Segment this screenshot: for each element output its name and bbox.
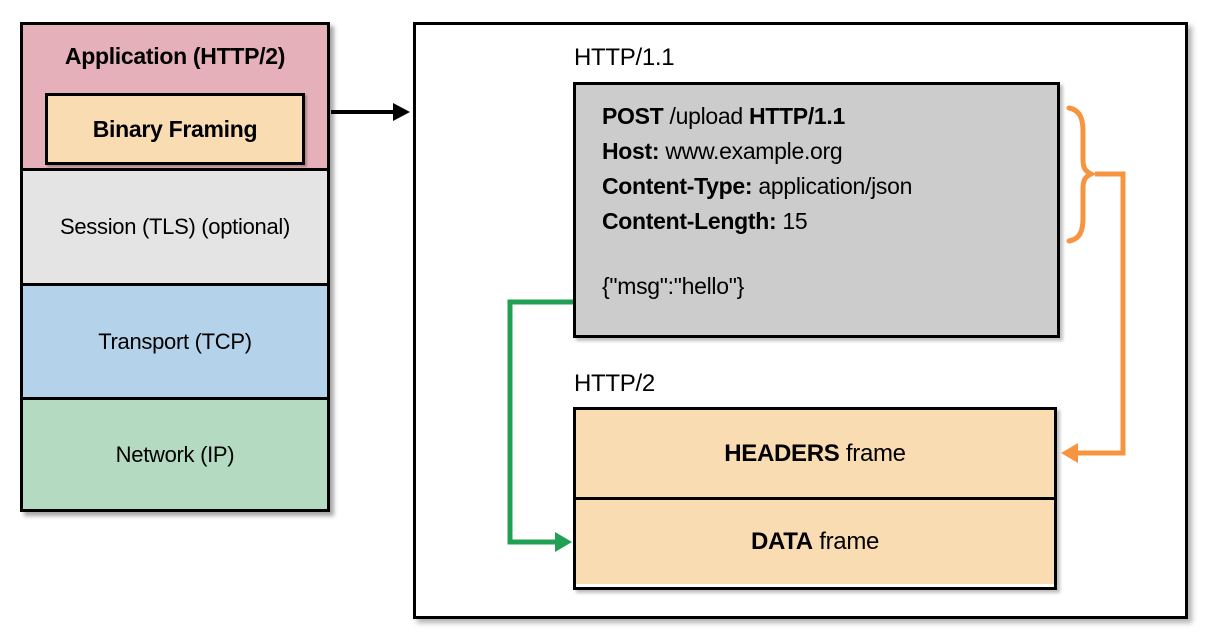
header-content-type-value: application/json: [752, 173, 913, 199]
request-method: POST: [602, 103, 664, 129]
header-host-name: Host:: [602, 138, 660, 164]
http2-frames-box: HEADERS frame DATA frame: [573, 407, 1057, 590]
data-frame-name: DATA: [750, 528, 813, 555]
http2-section-label: HTTP/2: [574, 370, 655, 397]
request-version: HTTP/1.1: [748, 103, 845, 129]
layer-application-label: Application (HTTP/2): [64, 43, 286, 69]
headers-frame-suffix: frame: [839, 439, 906, 467]
binary-framing-label: Binary Framing: [92, 115, 258, 142]
headers-frame-name: HEADERS: [724, 439, 840, 467]
layer-application: Application (HTTP/2) Binary Framing: [23, 25, 327, 168]
headers-frame: HEADERS frame: [576, 410, 1054, 497]
data-frame: DATA frame: [576, 497, 1054, 584]
layer-transport-label: Transport (TCP): [98, 328, 252, 354]
data-frame-suffix: frame: [812, 528, 880, 555]
layer-session: Session (TLS) (optional): [23, 168, 327, 283]
header-host-value: www.example.org: [659, 138, 843, 164]
header-content-length-name: Content-Length:: [602, 208, 777, 234]
layer-transport: Transport (TCP): [23, 283, 327, 397]
header-content-type-name: Content-Type:: [602, 173, 753, 199]
header-content-type: Content-Type: application/json: [602, 169, 1057, 204]
header-content-length-value: 15: [776, 208, 808, 234]
header-content-length: Content-Length: 15: [602, 204, 1057, 239]
binary-framing-box: Binary Framing: [45, 93, 305, 165]
request-path: /upload: [663, 103, 749, 129]
header-host: Host: www.example.org: [602, 134, 1057, 169]
layer-network: Network (IP): [23, 397, 327, 509]
layer-network-label: Network (IP): [115, 441, 235, 467]
http11-section-label: HTTP/1.1: [574, 44, 675, 71]
stack-to-panel-arrow-icon: [331, 103, 410, 121]
layer-session-label: Session (TLS) (optional): [59, 214, 290, 239]
protocol-stack: Application (HTTP/2) Binary Framing Sess…: [20, 22, 330, 512]
http11-request-box: POST /upload HTTP/1.1 Host: www.example.…: [573, 82, 1060, 338]
request-body: {"msg":"hello"}: [602, 273, 744, 299]
request-line: POST /upload HTTP/1.1: [602, 99, 1057, 134]
